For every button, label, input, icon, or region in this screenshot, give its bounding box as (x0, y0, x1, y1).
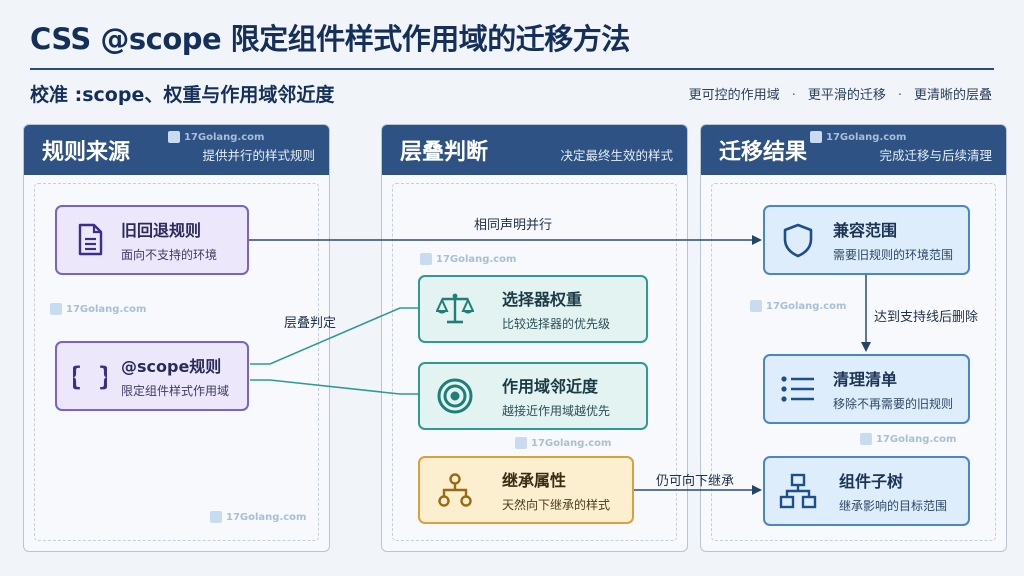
hierarchy-icon (432, 467, 478, 513)
watermark: 17Golang.com (750, 300, 846, 312)
watermark: 17Golang.com (210, 511, 306, 523)
node-title: 作用域邻近度 (502, 377, 599, 396)
edge-label-parallel: 相同声明并行 (474, 218, 553, 233)
watermark: 17Golang.com (168, 131, 264, 143)
panel-subtitle: 提供并行的样式规则 (202, 147, 315, 163)
edge-label-inherit: 仍可向下继承 (656, 474, 735, 489)
panel-title: 层叠判断 (400, 140, 489, 165)
node-compat-range[interactable]: 兼容范围 需要旧规则的环境范围 (763, 205, 970, 275)
node-title: @scope规则 (121, 357, 222, 376)
target-icon (432, 373, 478, 419)
node-desc: 面向不支持的环境 (121, 248, 218, 262)
node-specificity[interactable]: 选择器权重 比较选择器的优先级 (418, 275, 648, 343)
tag-item: 更清晰的层叠 (913, 88, 992, 103)
scale-icon (432, 286, 478, 332)
node-title: 选择器权重 (502, 290, 583, 309)
node-desc: 限定组件样式作用域 (121, 384, 230, 398)
node-desc: 移除不再需要的旧规则 (833, 397, 954, 411)
node-desc: 越接近作用域越优先 (502, 404, 611, 418)
page-subtitle: 校准 :scope、权重与作用域邻近度 (30, 84, 335, 106)
panel-body (34, 183, 319, 541)
edge-scope-proximity (250, 379, 419, 395)
node-inherit[interactable]: 继承属性 天然向下继承的样式 (418, 456, 634, 524)
node-cleanup-list[interactable]: 清理清单 移除不再需要的旧规则 (763, 354, 970, 424)
panel-body (711, 183, 996, 541)
title-divider (30, 68, 994, 70)
panel-header: 层叠判断 决定最终生效的样式 (382, 125, 687, 175)
node-scope-rule[interactable]: { } @scope规则 限定组件样式作用域 (55, 341, 249, 411)
tag-item: 更可控的作用域 (688, 88, 780, 103)
page-title: CSS @scope 限定组件样式作用域的迁移方法 (30, 22, 630, 56)
node-desc: 需要旧规则的环境范围 (833, 248, 954, 262)
watermark: 17Golang.com (860, 433, 956, 445)
svg-text:{ }: { } (73, 362, 107, 392)
node-title: 兼容范围 (833, 221, 898, 240)
watermark: 17Golang.com (420, 253, 516, 265)
node-desc: 天然向下继承的样式 (502, 498, 611, 512)
tag-item: 更平滑的迁移 (807, 88, 886, 103)
node-desc: 比较选择器的优先级 (502, 317, 611, 331)
tree-icon (775, 468, 821, 514)
panel-title: 迁移结果 (719, 140, 808, 165)
panel-title: 规则来源 (42, 140, 131, 165)
edge-scope-specificity (250, 307, 419, 365)
node-title: 旧回退规则 (121, 221, 202, 240)
node-title: 继承属性 (502, 471, 567, 490)
panel-subtitle: 完成迁移与后续清理 (879, 147, 992, 163)
node-desc: 继承影响的目标范围 (839, 499, 948, 513)
braces-icon: { } (67, 353, 113, 399)
watermark: 17Golang.com (515, 437, 611, 449)
edge-label-cascade: 层叠判定 (284, 316, 337, 331)
tag-list: 更可控的作用域·更平滑的迁移·更清晰的层叠 (688, 88, 992, 103)
panel-header: 迁移结果 完成迁移与后续清理 (701, 125, 1006, 175)
node-component-subtree[interactable]: 组件子树 继承影响的目标范围 (763, 456, 970, 526)
panel-body (392, 183, 677, 541)
node-fallback-rule[interactable]: 旧回退规则 面向不支持的环境 (55, 205, 249, 275)
shield-icon (775, 217, 821, 263)
panel-rule-source: 规则来源 提供并行的样式规则 (23, 124, 330, 552)
watermark: 17Golang.com (50, 303, 146, 315)
node-proximity[interactable]: 作用域邻近度 越接近作用域越优先 (418, 362, 648, 430)
node-title: 清理清单 (833, 370, 898, 389)
panel-subtitle: 决定最终生效的样式 (560, 147, 673, 163)
document-icon (67, 217, 113, 263)
watermark: 17Golang.com (810, 131, 906, 143)
edge-label-delete: 达到支持线后删除 (874, 310, 979, 325)
list-icon (775, 366, 821, 412)
node-title: 组件子树 (839, 472, 904, 491)
